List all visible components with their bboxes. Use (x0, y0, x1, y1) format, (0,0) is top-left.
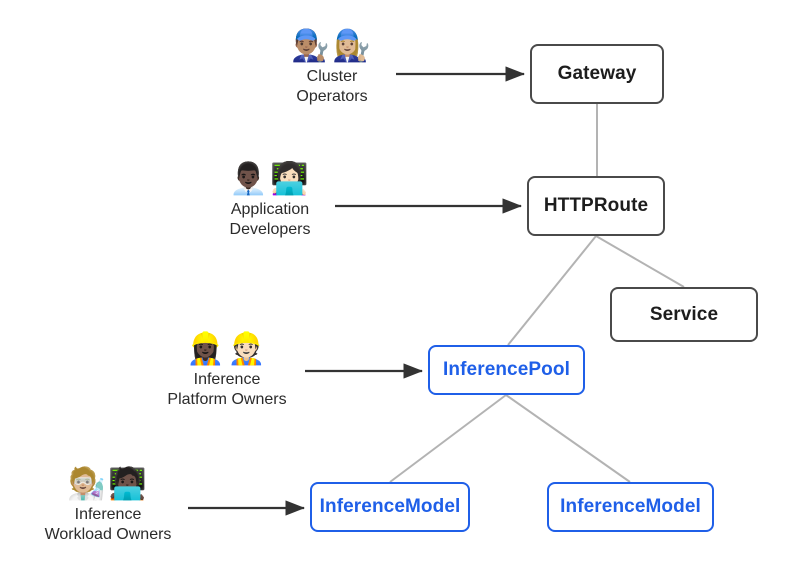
node-gateway[interactable]: Gateway (530, 44, 664, 104)
persona-inference-platform-owners: 👷🏿‍♀️👷🏻 Inference Platform Owners (127, 334, 327, 410)
edge-httproute-to-inferencepool (507, 235, 597, 346)
edge-inferencepool-to-inferencemodel-left (389, 394, 507, 483)
node-service[interactable]: Service (610, 287, 758, 342)
scientist-icon-and-technologist-icon: 🧑🏼‍🔬🧑🏿‍💻 (67, 466, 149, 502)
node-label: InferenceModel (319, 496, 461, 517)
node-label: InferencePool (443, 359, 570, 380)
man-office-worker-icon-and-woman-technologist-icon: 👨🏿‍💼👩🏻‍💻 (229, 161, 311, 197)
edge-inferencepool-to-inferencemodel-right (505, 394, 631, 483)
node-label: Gateway (557, 63, 637, 84)
node-label: Service (649, 303, 719, 325)
node-inferencemodel-right[interactable]: InferenceModel (547, 482, 714, 532)
node-httproute[interactable]: HTTPRoute (527, 176, 665, 236)
woman-construction-worker-icon-and-construction-worker-icon: 👷🏿‍♀️👷🏻 (186, 331, 268, 367)
node-inferencemodel-left[interactable]: InferenceModel (310, 482, 470, 532)
persona-label: Inference Workload Owners (44, 506, 172, 543)
persona-label: Application Developers (229, 201, 311, 238)
persona-label: Inference Platform Owners (167, 371, 287, 408)
node-label: InferenceModel (560, 496, 701, 517)
persona-arrow-group (188, 66, 526, 516)
node-inferencepool[interactable]: InferencePool (428, 345, 585, 395)
persona-inference-workload-owners: 🧑🏼‍🔬🧑🏿‍💻 Inference Workload Owners (8, 469, 208, 545)
persona-label: Cluster Operators (296, 68, 368, 105)
man-mechanic-icon-and-woman-mechanic-icon: 👨🏽‍🔧👩🏼‍🔧 (291, 28, 373, 64)
persona-cluster-operators: 👨🏽‍🔧👩🏼‍🔧 Cluster Operators (232, 31, 432, 107)
resource-edge-group (389, 104, 685, 483)
persona-application-developers: 👨🏿‍💼👩🏻‍💻 Application Developers (170, 164, 370, 240)
edge-httproute-to-service (595, 235, 685, 288)
node-label: HTTPRoute (543, 195, 649, 216)
